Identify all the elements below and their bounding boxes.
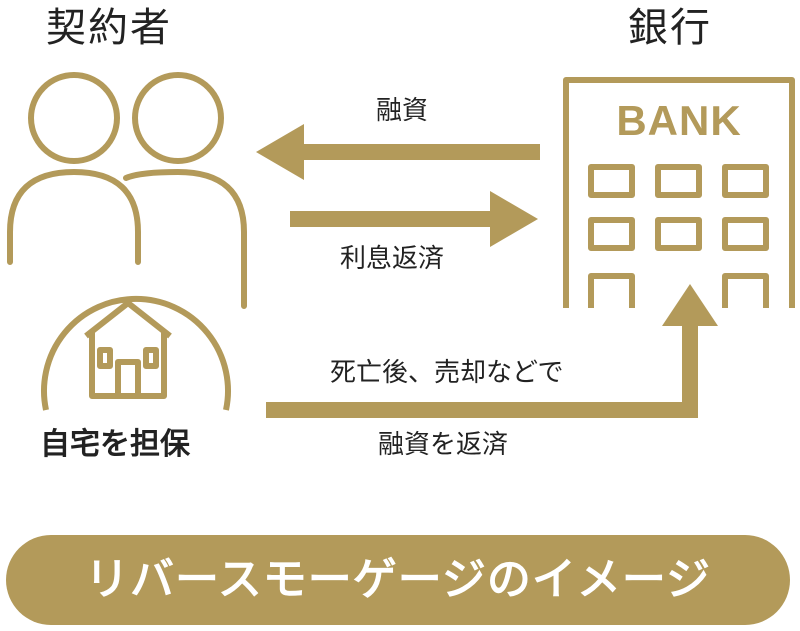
bank-window xyxy=(588,273,635,308)
person-left-body xyxy=(7,169,141,265)
loan-label: 融資 xyxy=(376,96,429,126)
repayment-arrow-horizontal xyxy=(266,402,698,418)
bank-window xyxy=(588,217,635,251)
contractor-title: 契約者 xyxy=(46,5,172,51)
repayment-arrow xyxy=(266,284,718,418)
bank-title: 銀行 xyxy=(628,5,712,51)
house-window-right xyxy=(143,347,159,369)
person-right-head xyxy=(132,72,224,164)
repay-label-line1: 死亡後、売却などで xyxy=(330,358,564,388)
title-banner: リバースモーゲージのイメージ xyxy=(6,535,790,625)
interest-arrow-shaft xyxy=(290,211,498,227)
two-people-icon xyxy=(7,72,247,309)
house-walls xyxy=(89,332,167,399)
bank-outline xyxy=(563,77,795,308)
repayment-arrow-head xyxy=(662,284,718,326)
interest-label: 利息返済 xyxy=(340,244,445,274)
house-window-left xyxy=(97,347,113,369)
loan-arrow-head xyxy=(256,124,304,180)
bank-sign: BANK xyxy=(616,97,742,144)
person-right-body xyxy=(123,169,247,309)
banner-text: リバースモーゲージのイメージ xyxy=(84,554,712,605)
collateral-label: 自宅を担保 xyxy=(40,427,190,462)
bank-window xyxy=(722,217,769,251)
repayment-arrow-vertical xyxy=(682,318,698,418)
interest-arrow xyxy=(290,191,538,247)
interest-arrow-head xyxy=(490,191,538,247)
person-left-head xyxy=(28,72,120,164)
bank-building-icon xyxy=(563,77,795,308)
loan-arrow xyxy=(256,124,540,180)
house-door xyxy=(115,359,141,396)
bank-window xyxy=(655,164,702,198)
bank-window xyxy=(655,217,702,251)
bank-window xyxy=(722,164,769,198)
house-icon xyxy=(41,296,231,411)
bank-window xyxy=(588,164,635,198)
loan-arrow-shaft xyxy=(296,144,540,160)
house-roof xyxy=(84,300,172,339)
repay-label-line2: 融資を返済 xyxy=(378,430,509,460)
bank-window xyxy=(722,273,769,308)
